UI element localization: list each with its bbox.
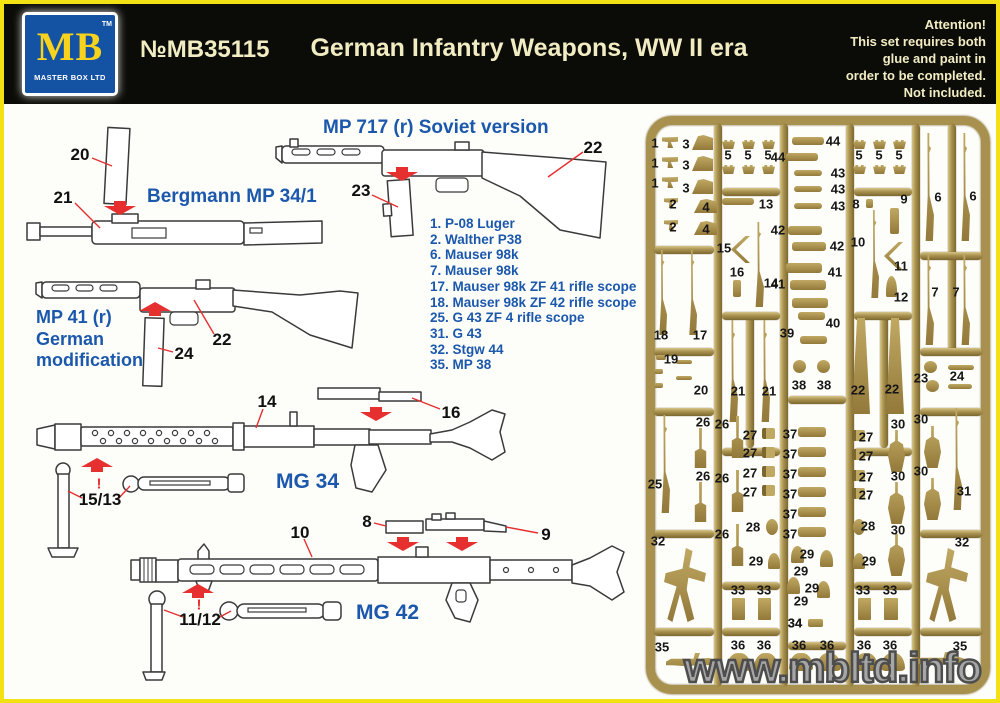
sprue-rail (714, 124, 722, 686)
warning-mark: ! (96, 475, 102, 493)
parts-list-item: 7. Mauser 98k (430, 263, 519, 279)
mg42-drawing (130, 512, 625, 681)
sprue-rail (912, 124, 920, 686)
sprue-rail (654, 246, 714, 254)
part-number-label: 22 (583, 138, 603, 157)
parts-list-item: 6. Mauser 98k (430, 247, 519, 263)
sprue-rail (854, 582, 912, 590)
parts-list-item: 35. MP 38 (430, 357, 492, 373)
red-arrows (81, 167, 478, 598)
sprue-rail (722, 582, 780, 590)
sprue-rail (948, 124, 956, 352)
part-number-label: 24 (174, 344, 194, 363)
part-number-label: 16 (441, 403, 461, 422)
sprue-rail (654, 348, 714, 356)
parts-list-item: 18. Mauser 98k ZF 42 rifle scope (430, 294, 637, 310)
part-number-label: 10 (290, 523, 310, 542)
sprue-rail (854, 188, 912, 196)
warning-mark: ! (196, 596, 202, 614)
mp717-drawing (275, 138, 607, 239)
part-number-label: 9 (541, 525, 551, 544)
sprue-rail (920, 348, 982, 356)
sprue-rail (920, 408, 982, 416)
sprue-rail (722, 448, 780, 456)
part-number-label: 22 (212, 330, 232, 349)
part-number-label: 14 (257, 392, 277, 411)
part-number-label: 11/12 (179, 610, 221, 629)
attention-line: glue and paint in (882, 50, 986, 66)
mp41-drawing (35, 279, 359, 388)
attention-line: Not included. (903, 84, 986, 100)
sprue-rail (854, 312, 912, 320)
sprue-rail (920, 252, 982, 260)
part-number-label: 15/13 (78, 490, 122, 509)
parts-list-item: 25. G 43 ZF 4 rifle scope (430, 310, 585, 326)
logo-company-text: MASTER BOX LTD (34, 72, 106, 82)
parts-list-item: 32. Stgw 44 (430, 341, 504, 357)
weapon-title: MP 717 (r) Soviet version (323, 117, 549, 138)
sprue-rail (788, 642, 846, 650)
sprue-rail (722, 188, 780, 196)
parts-list-item: 1. P-08 Luger (430, 216, 515, 231)
part-number-label: 21 (53, 188, 73, 207)
weapon-title: MG 34 (276, 470, 340, 493)
attention-line: This set requires both (850, 33, 986, 49)
bergmann-mp34-drawing (26, 126, 323, 246)
weapon-title: Bergmann MP 34/1 (147, 186, 317, 207)
header: MB TM MASTER BOX LTD №MB35115 German Inf… (4, 4, 996, 104)
logo-tm-mark: TM (101, 21, 112, 28)
sprue-rail (854, 628, 912, 636)
sprue-rail (722, 312, 780, 320)
sprue-rail (654, 408, 714, 416)
mg34-drawing (36, 387, 506, 558)
kit-title: German Infantry Weapons, WW II era (310, 34, 748, 62)
attention-line: order to be completed. (845, 67, 986, 83)
master-box-logo: MB TM MASTER BOX LTD (22, 12, 118, 96)
part-number-label: 23 (351, 181, 371, 200)
parts-list-item: 31. G 43 (430, 325, 482, 341)
sprue-diagram (646, 116, 990, 694)
watermark: www.mbltd.info (683, 643, 984, 693)
parts-list-item: 2. Walther P38 (430, 231, 522, 247)
parts-list-item: 17. Mauser 98k ZF 41 rifle scope (430, 278, 637, 294)
sprue-rail (920, 628, 982, 636)
attention-line: Attention! (924, 17, 986, 32)
part-number-label: 8 (362, 512, 372, 531)
red-leader-lines (67, 151, 584, 619)
sprue-rail (854, 448, 912, 456)
sprue-rail (846, 124, 854, 686)
sprue-rail (780, 124, 788, 686)
sprue-rail (746, 316, 754, 448)
sprue-rail (654, 530, 714, 538)
logo-inner: MB TM MASTER BOX LTD (25, 15, 115, 93)
sprue-rail (920, 530, 982, 538)
kit-number: №MB35115 (140, 36, 270, 63)
sprue-rail (722, 628, 780, 636)
weapon-title: MP 41 (r) German modification (36, 307, 143, 371)
sprue-frame (646, 116, 990, 694)
sprue-rail (880, 316, 888, 448)
logo-mb-text: MB (36, 23, 104, 69)
sprue-rail (788, 396, 846, 404)
part-number-label: 20 (70, 145, 90, 164)
weapon-title: MG 42 (356, 601, 420, 624)
sprue-rail (654, 628, 714, 636)
